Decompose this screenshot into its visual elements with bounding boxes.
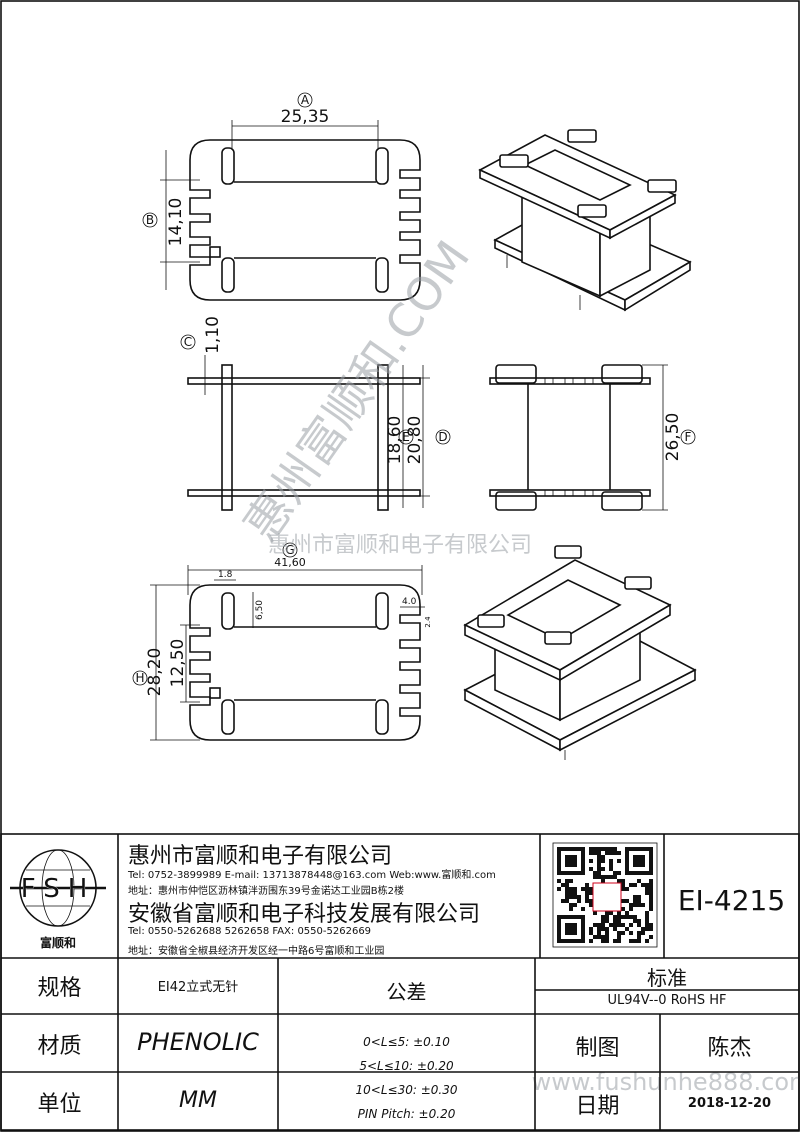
address-huizhou: 地址：惠州市仲恺区沥林镇泮沥围东39号金诺达工业园B栋2楼 — [128, 886, 404, 897]
company-name-huizhou: 惠州市富顺和电子有限公司 — [128, 844, 393, 869]
dim-b-marker — [142, 212, 158, 228]
front-view: C 1,10 18,60 E 20,80 D — [180, 316, 451, 511]
material-label: 材质 — [37, 1034, 82, 1059]
address-anhui: 地址：安徽省全椒县经济开发区经一中路6号富顺和工业园 — [128, 946, 385, 957]
dim-h-label: H — [135, 671, 144, 685]
isometric-view-top — [478, 129, 692, 312]
drawn-value: 陈杰 — [707, 1036, 752, 1061]
dim-notch-width: 4.0 — [402, 597, 417, 607]
dim-b-value: 14,10 — [166, 198, 186, 247]
contact-anhui: Tel: 0550-5262688 5262658 FAX: 0550-5262… — [128, 926, 372, 937]
unit-value: MM — [179, 1088, 217, 1113]
dim-f-label: F — [685, 430, 692, 444]
date-value: 2018-12-20 — [687, 1096, 772, 1111]
logo-letters: FSH — [21, 874, 96, 904]
tolerance-item: 5<L≤10: ±0.20 — [359, 1059, 454, 1073]
dim-f-value: 26,50 — [663, 413, 683, 462]
top-view: A 25,35 B 14,10 — [142, 92, 421, 301]
part-number: EI-4215 — [677, 884, 786, 917]
spec-label: 规格 — [37, 976, 82, 1001]
unit-label: 单位 — [37, 1092, 82, 1117]
watermark-diagonal: 惠州富顺和.COM — [234, 231, 481, 551]
dim-e-value: 18,60 — [385, 416, 405, 465]
watermark-company: 惠州市富顺和电子有限公司 — [268, 533, 532, 558]
dim-g-value: 41,60 — [274, 556, 306, 569]
dim-h-value: 28,20 — [145, 648, 165, 697]
dim-c-value: 1,10 — [203, 316, 223, 354]
dim-g-label: G — [285, 543, 294, 557]
contact-huizhou: Tel: 0752-3899989 E-mail: 13713878448@16… — [128, 870, 496, 881]
tolerance-item: 10<L≤30: ±0.30 — [355, 1083, 458, 1097]
dim-notch-height: 2.4 — [424, 616, 432, 628]
dim-b-label: B — [146, 213, 154, 227]
standard-label: 标准 — [647, 966, 687, 990]
tolerance-item: PIN Pitch: ±0.20 — [357, 1107, 456, 1121]
qr-code-icon — [552, 842, 658, 948]
standard-value: UL94V--0 RoHS HF — [607, 993, 727, 1008]
spec-value: EI42立式无针 — [157, 980, 239, 995]
dim-f-marker — [680, 429, 696, 445]
isometric-view-bottom — [463, 545, 697, 760]
tolerance-list: 0<L≤5: ±0.10 5<L≤10: ±0.20 10<L≤30: ±0.3… — [278, 1030, 535, 1126]
dim-slot-width: 1.8 — [218, 570, 233, 580]
material-value: PHENOLIC — [137, 1028, 259, 1056]
dim-a-label: A — [301, 93, 310, 107]
dim-inner-value: 12,50 — [168, 639, 188, 688]
dim-d-label: D — [438, 430, 447, 444]
side-view: 26,50 F — [489, 364, 696, 511]
drawn-label: 制图 — [575, 1036, 620, 1061]
dim-a-marker — [297, 92, 313, 108]
dim-a-value: 25,35 — [281, 107, 330, 127]
company-name-anhui: 安徽省富顺和电子科技发展有限公司 — [128, 902, 481, 927]
title-block-grid — [0, 833, 800, 1131]
dim-c-label: C — [184, 335, 192, 349]
tolerance-item: 0<L≤5: ±0.10 — [363, 1035, 450, 1049]
date-label: 日期 — [575, 1094, 620, 1119]
bottom-view: G 41,60 1.8 6,50 4.0 2.4 H 28,20 12,50 — [132, 542, 432, 741]
dim-h-marker — [132, 670, 148, 686]
dim-slot-height: 6,50 — [255, 600, 265, 620]
dim-g-marker — [282, 542, 298, 558]
dim-e-label: E — [402, 430, 410, 444]
dim-c-marker — [180, 334, 196, 350]
tolerance-label: 公差 — [386, 980, 427, 1004]
dim-d-value: 20,80 — [405, 416, 425, 465]
logo-caption: 富顺和 — [40, 935, 76, 950]
dim-e-marker — [398, 429, 414, 445]
globe-logo-icon — [10, 849, 106, 927]
dim-d-marker — [435, 429, 451, 445]
